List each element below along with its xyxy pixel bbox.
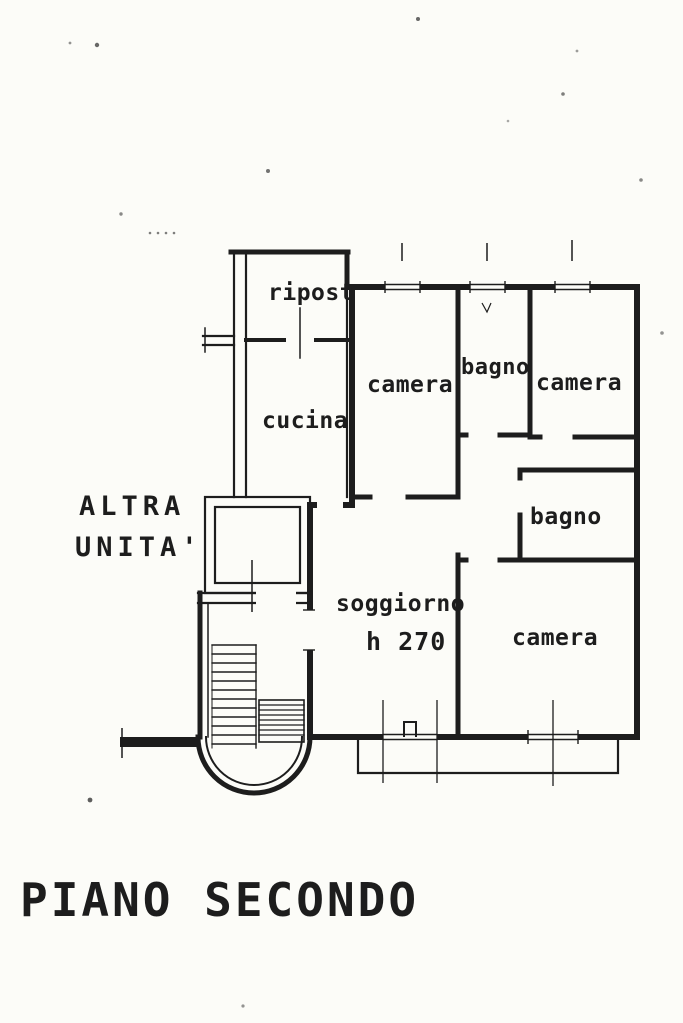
- axis-mark: [481, 302, 492, 314]
- room-label-bagno-top: bagno: [461, 355, 530, 380]
- room-label-bagno-middle: bagno: [530, 504, 602, 530]
- window: [554, 240, 591, 293]
- window: [384, 243, 421, 293]
- annex-walls: [201, 249, 351, 499]
- threshold-notch: [403, 721, 417, 737]
- balcony-door: [382, 700, 438, 783]
- stair-treads: [211, 644, 257, 749]
- room-label-camera-top-right: camera: [536, 370, 622, 396]
- stair-flight-hatched: [258, 699, 305, 743]
- balcony: [356, 740, 620, 775]
- interior-walls: [349, 284, 640, 740]
- altra-unita-line2: UNITA': [75, 532, 203, 563]
- windows-bottom-facade: [382, 700, 579, 786]
- altra-unita-line1: ALTRA: [79, 491, 185, 522]
- room-labels: ripost cucina camera bagno camera bagno …: [262, 280, 622, 656]
- window: [469, 243, 506, 314]
- room-label-ripost: ripost: [268, 280, 354, 306]
- altra-unita-annotation: ALTRA UNITA': [75, 491, 203, 563]
- stairwell: [195, 588, 313, 796]
- stair-bay-inner-arc: [204, 735, 304, 786]
- stair-bay-outer-arc: [195, 734, 313, 796]
- room-label-camera-bottom: camera: [512, 625, 598, 651]
- window: [527, 700, 579, 786]
- windows-top-facade: [384, 240, 591, 314]
- floor-title: PIANO SECONDO: [20, 873, 419, 927]
- room-label-camera-top-left: camera: [367, 372, 453, 398]
- door-openings: [303, 500, 343, 651]
- room-label-soggiorno: soggiorno: [336, 591, 465, 617]
- scan-noise: [68, 17, 664, 1008]
- room-height-annotation: h 270: [366, 627, 446, 656]
- room-label-cucina: cucina: [262, 408, 348, 434]
- party-wall-stub: [120, 728, 200, 758]
